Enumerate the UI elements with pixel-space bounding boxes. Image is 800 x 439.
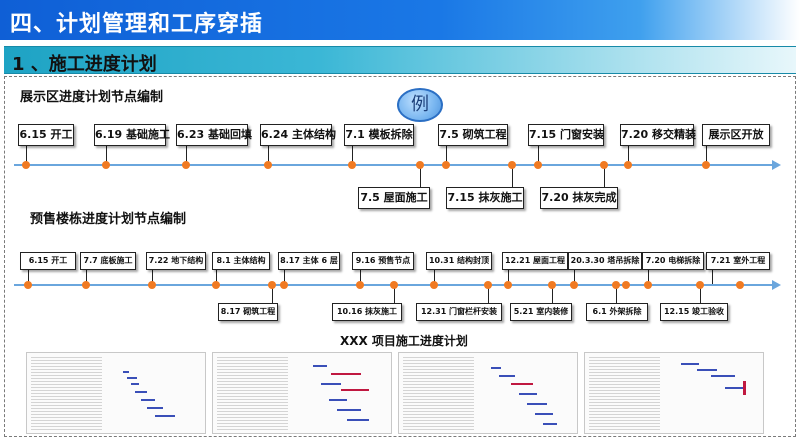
presale-node-dot <box>504 281 512 289</box>
presale-node-dot <box>548 281 556 289</box>
showroom-node-dot <box>702 161 710 169</box>
presale-node-dot <box>148 281 156 289</box>
gantt-chart-thumbnail <box>26 352 206 434</box>
presale-node-dot <box>570 281 578 289</box>
page-title: 四、计划管理和工序穿插 <box>10 12 264 37</box>
presale-node-label: 7.7 底板施工 <box>80 252 136 270</box>
presale-node-label-lower: 8.17 砌筑工程 <box>218 303 278 321</box>
section-title: 1 、施工进度计划 <box>12 54 157 75</box>
presale-node-label: 7.21 室外工程 <box>706 252 770 270</box>
showroom-node-dot <box>442 161 450 169</box>
showroom-node-dot <box>264 161 272 169</box>
presale-node-label: 8.1 主体结构 <box>212 252 270 270</box>
presale-node-label-lower: 10.16 抹灰施工 <box>332 303 402 321</box>
section-bar: 1 、施工进度计划 <box>4 46 796 75</box>
content-panel <box>4 76 796 437</box>
presale-node-dot <box>736 281 744 289</box>
showroom-node-dot <box>508 161 516 169</box>
showroom-node-label: 6.19 基础施工 <box>94 124 170 146</box>
gantt-title: XXX 项目施工进度计划 <box>340 334 468 348</box>
presale-node-label-lower: 5.21 室内装修 <box>510 303 572 321</box>
presale-timeline-arrow <box>772 280 781 290</box>
presale-node-dot <box>212 281 220 289</box>
presale-node-dot <box>280 281 288 289</box>
showroom-node-dot <box>624 161 632 169</box>
showroom-subtitle: 展示区进度计划节点编制 <box>20 90 164 105</box>
showroom-node-label-lower: 7.15 抹灰施工 <box>446 187 524 209</box>
showroom-node-label: 7.20 移交精装 <box>620 124 696 146</box>
presale-node-dot <box>612 281 620 289</box>
presale-node-dot <box>622 281 630 289</box>
showroom-node-label-lower: 7.5 屋面施工 <box>358 187 430 209</box>
showroom-node-dot <box>416 161 424 169</box>
header-bar: 四、计划管理和工序穿插 <box>0 0 800 40</box>
showroom-node-dot <box>102 161 110 169</box>
showroom-node-dot <box>600 161 608 169</box>
showroom-node-label-lower: 7.20 抹灰完成 <box>540 187 618 209</box>
presale-node-label: 6.15 开工 <box>20 252 76 270</box>
gantt-chart-thumbnail <box>584 352 764 434</box>
showroom-node-label: 7.15 门窗安装 <box>528 124 604 146</box>
showroom-node-dot <box>182 161 190 169</box>
presale-node-dot <box>390 281 398 289</box>
presale-node-label: 9.16 预售节点 <box>352 252 414 270</box>
showroom-timeline <box>14 164 774 166</box>
showroom-node-label: 展示区开放 <box>702 124 770 146</box>
gantt-chart-thumbnail <box>212 352 392 434</box>
presale-node-label-lower: 12.31 门窗栏杆安装 <box>416 303 502 321</box>
presale-node-dot <box>356 281 364 289</box>
showroom-node-dot <box>534 161 542 169</box>
showroom-node-label: 6.24 主体结构 <box>260 124 336 146</box>
presale-node-dot <box>24 281 32 289</box>
presale-node-label: 20.3.30 塔吊拆除 <box>568 252 642 270</box>
presale-node-label: 12.21 屋面工程 <box>502 252 568 270</box>
showroom-node-label: 6.15 开工 <box>18 124 74 146</box>
showroom-node-label: 7.1 模板拆除 <box>344 124 414 146</box>
presale-node-label: 10.31 结构封顶 <box>426 252 492 270</box>
example-badge: 例 <box>397 88 443 122</box>
presale-node-dot <box>644 281 652 289</box>
presale-node-dot <box>430 281 438 289</box>
showroom-timeline-arrow <box>772 160 781 170</box>
presale-node-dot <box>268 281 276 289</box>
presale-node-dot <box>82 281 90 289</box>
showroom-node-label: 7.5 砌筑工程 <box>438 124 508 146</box>
presale-node-label-lower: 12.15 竣工验收 <box>660 303 728 321</box>
presale-subtitle: 预售楼栋进度计划节点编制 <box>30 212 187 227</box>
showroom-node-dot <box>22 161 30 169</box>
gantt-chart-thumbnail <box>398 352 578 434</box>
presale-node-label: 7.22 地下结构 <box>146 252 206 270</box>
showroom-node-dot <box>348 161 356 169</box>
presale-node-dot <box>484 281 492 289</box>
presale-node-label: 7.20 电梯拆除 <box>642 252 704 270</box>
presale-node-label-lower: 6.1 外架拆除 <box>586 303 648 321</box>
showroom-node-label: 6.23 基础回填 <box>176 124 252 146</box>
presale-node-dot <box>696 281 704 289</box>
presale-node-label: 8.17 主体 6 层 <box>278 252 340 270</box>
